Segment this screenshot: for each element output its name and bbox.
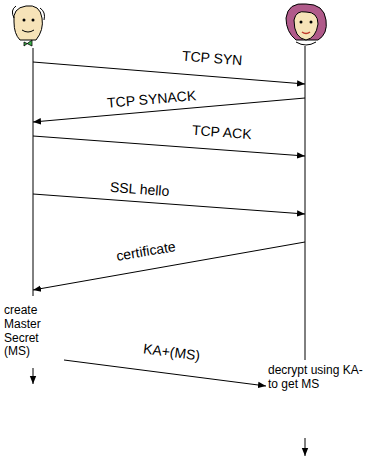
action-note: create Master Secret (MS) — [2, 304, 64, 359]
message-label: TCP ACK — [190, 122, 255, 141]
action-note: decrypt using KA- to get MS — [266, 364, 370, 392]
alice-figure — [12, 6, 44, 46]
message-label: TCP SYN — [179, 48, 244, 68]
message-label: TCP SYNACK — [105, 88, 199, 111]
message-label: certificate — [113, 238, 178, 263]
message-label: SSL hello — [108, 179, 172, 198]
bob-figure — [286, 4, 326, 45]
message-arrows — [33, 62, 305, 386]
message-label: KA+(MS) — [141, 341, 204, 363]
lifelines — [33, 46, 305, 456]
